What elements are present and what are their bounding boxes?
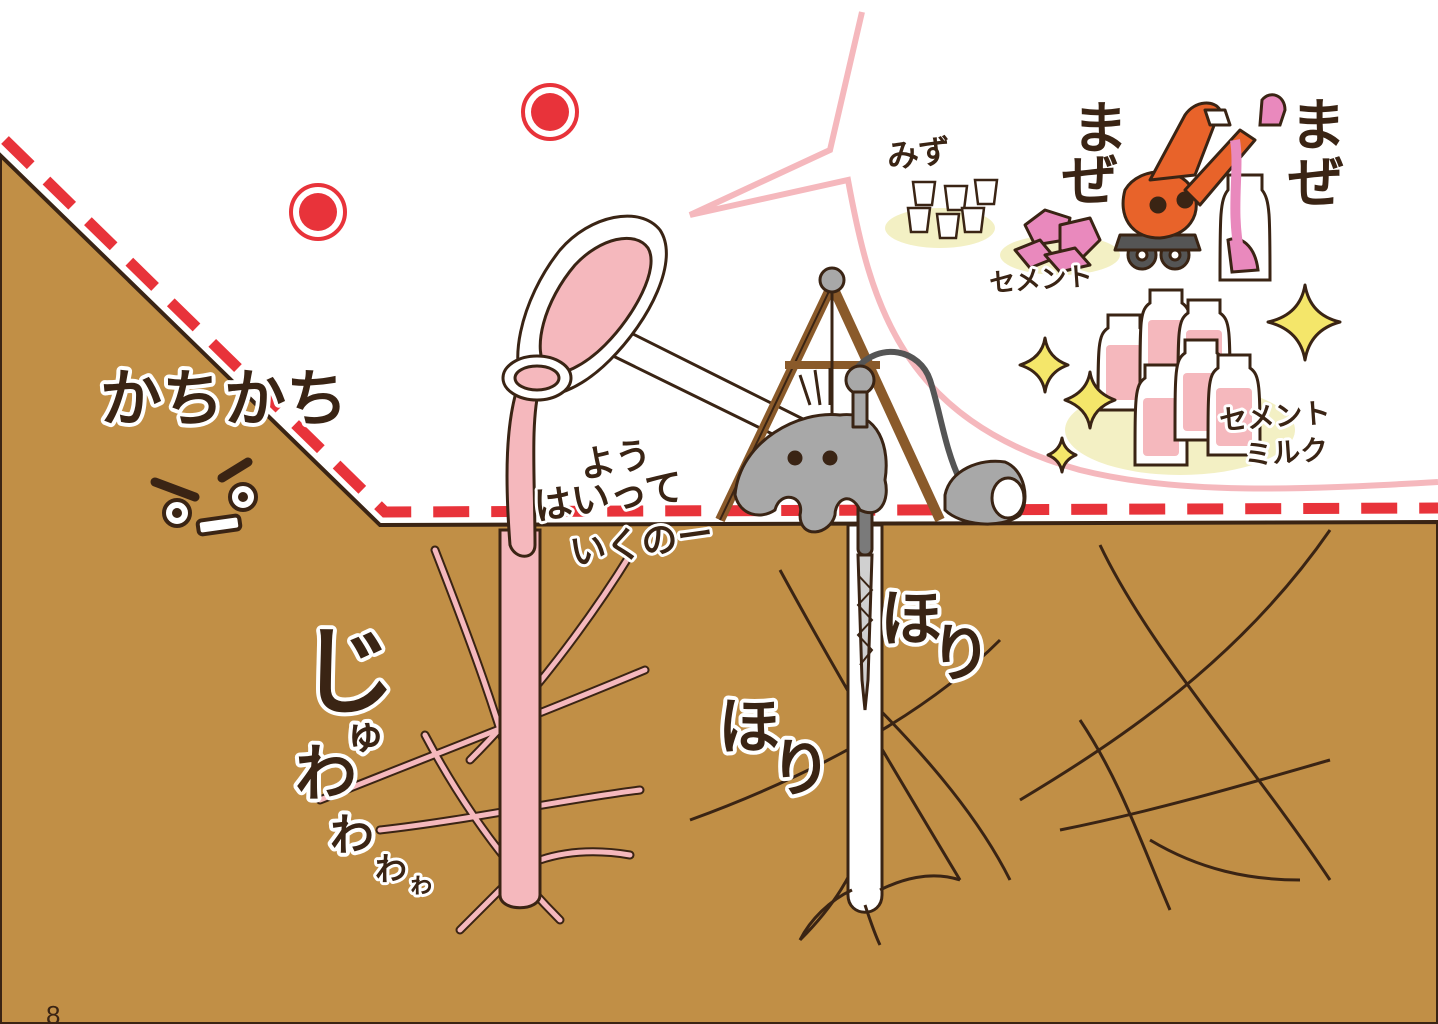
sparkle-icon (1020, 338, 1068, 392)
page-number: 8 (46, 1000, 60, 1024)
sparkle-icon (1268, 285, 1340, 360)
red-marker-2 (291, 185, 345, 239)
label-cement: セメント (988, 262, 1093, 299)
label-mizu: みず (885, 131, 953, 175)
sfx-wa-3: わ (375, 850, 407, 888)
sfx-wa-2: わ (330, 810, 374, 861)
sfx-kachikachi: かちかち (100, 362, 348, 435)
sfx-maze-right-2: ぜ (1288, 151, 1344, 216)
sfx-wa-4: ゎ (408, 870, 434, 900)
cement-stream (507, 380, 540, 556)
sfx-maze-right-1: ま (1290, 94, 1346, 159)
label-cement-milk-2: ミルク (1243, 433, 1329, 472)
soil-ground (0, 155, 1438, 1024)
sfx-wa-1: わ (295, 737, 357, 810)
label-cement-milk-1: セメント (1218, 396, 1331, 437)
sfx-hori-2: り (930, 617, 992, 690)
sfx-maze-left-2: ぜ (1062, 149, 1118, 214)
pink-gripper (1260, 95, 1285, 125)
red-marker-1 (523, 85, 577, 139)
sfx-hori-4: り (770, 732, 832, 805)
cement-column (500, 530, 540, 908)
